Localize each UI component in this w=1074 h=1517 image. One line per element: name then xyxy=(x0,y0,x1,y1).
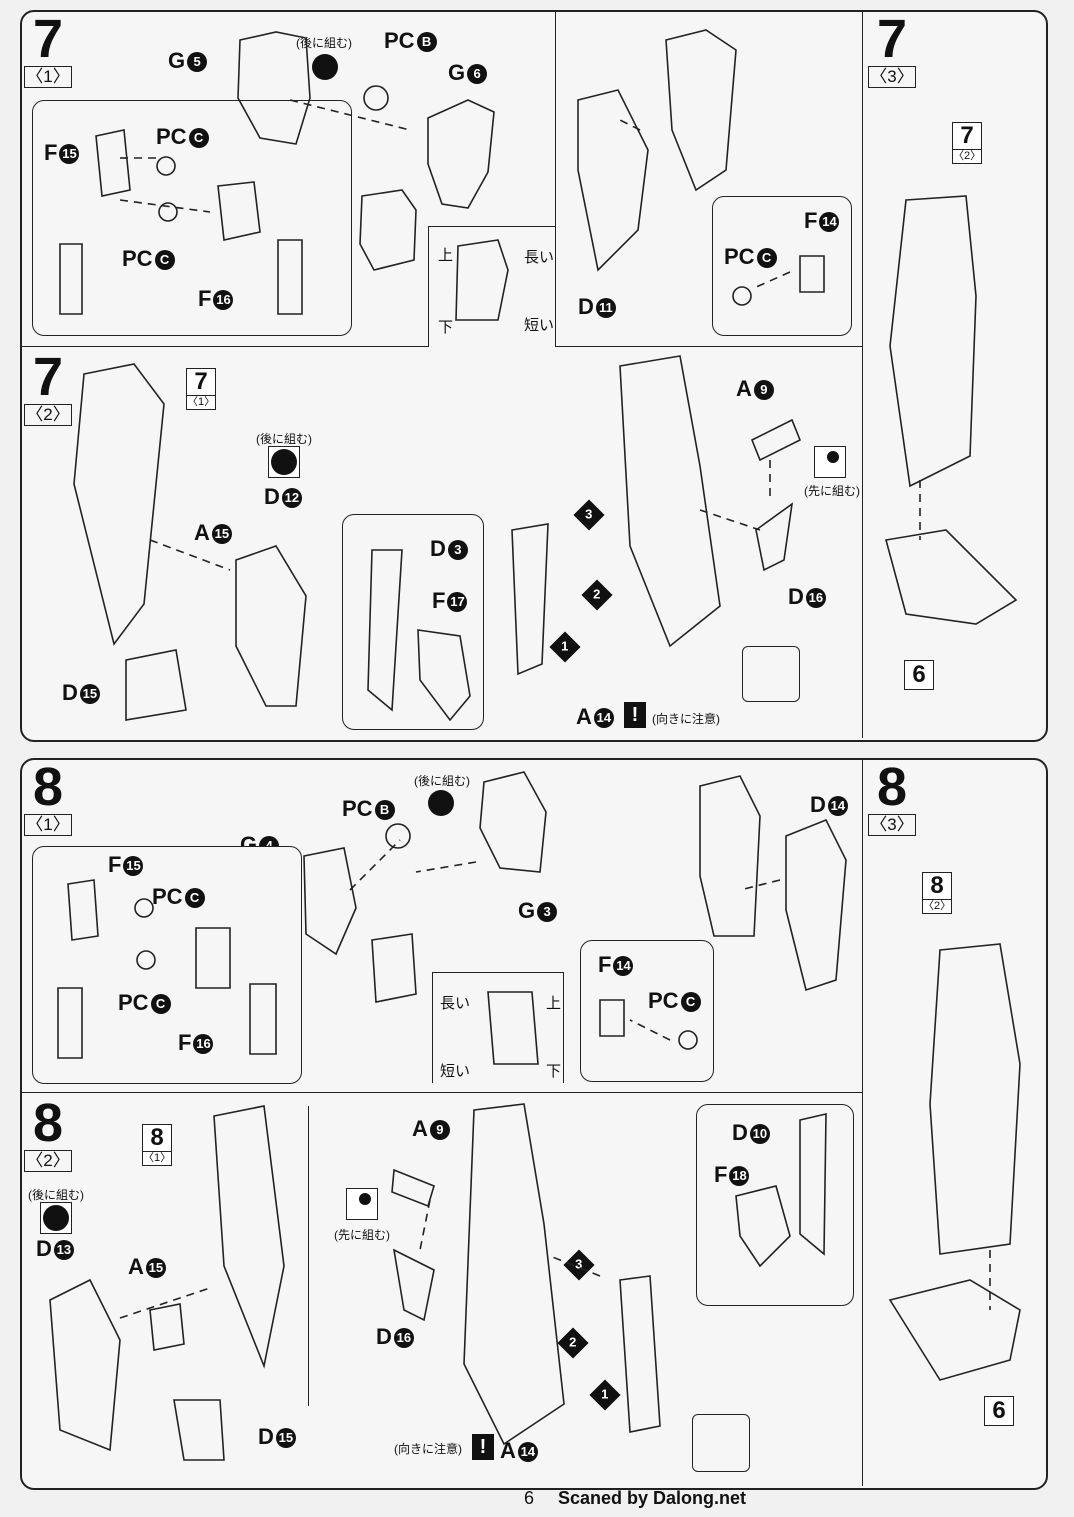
a14-orientation-inset xyxy=(692,1414,750,1472)
ref-step-7-1: 7〈1〉 xyxy=(186,368,216,410)
step7-col-divider xyxy=(862,11,863,738)
page-number: 6 xyxy=(524,1488,535,1508)
label-long: 長い xyxy=(524,249,555,266)
assemble-later-mark xyxy=(312,54,338,80)
ref-step-8-1: 8〈1〉 xyxy=(142,1124,172,1166)
step8-1-badge: 8 〈1〉 xyxy=(24,760,72,836)
step8-2-detail-inset xyxy=(696,1104,854,1306)
assemble-later-mark xyxy=(428,790,454,816)
a14-orientation-inset xyxy=(742,646,800,702)
ref-step-6: 6 xyxy=(904,660,934,690)
step8-3-badge: 8 〈3〉 xyxy=(868,760,916,836)
step8-2-badge: 8 〈2〉 xyxy=(24,1096,72,1172)
caution-icon: ! xyxy=(472,1434,494,1460)
note-assemble-later: (後に組む) xyxy=(414,774,470,788)
assemble-later-mark xyxy=(268,446,300,478)
label-long: 長い xyxy=(440,995,471,1012)
note-assemble-first: (先に組む) xyxy=(334,1228,390,1242)
note-mind-direction: (向きに注意) xyxy=(652,712,720,726)
step7-sub1-divider xyxy=(555,11,556,346)
assemble-later-mark xyxy=(40,1202,72,1234)
scan-credit: Scaned by Dalong.net xyxy=(558,1488,747,1508)
ref-step-7-2: 7〈2〉 xyxy=(952,122,982,164)
note-assemble-later: (後に組む) xyxy=(296,36,352,50)
step8-col-divider xyxy=(862,759,863,1486)
note-assemble-later: (後に組む) xyxy=(28,1188,84,1202)
caution-icon: ! xyxy=(624,702,646,728)
step7-3-badge: 7 〈3〉 xyxy=(868,12,916,88)
step8-sub2-divider xyxy=(308,1106,309,1406)
step7-1-badge: 7 〈1〉 xyxy=(24,12,72,88)
label-short: 短い xyxy=(440,1063,471,1080)
step8-1-detail-inset xyxy=(32,846,302,1084)
step7-2-badge: 7 〈2〉 xyxy=(24,350,72,426)
note-assemble-later: (後に組む) xyxy=(256,432,312,446)
ref-step-8-2: 8〈2〉 xyxy=(922,872,952,914)
ref-step-6: 6 xyxy=(984,1396,1014,1426)
label-down: 下 xyxy=(438,319,454,336)
assemble-first-mark xyxy=(346,1188,378,1220)
label-up: 上 xyxy=(546,995,562,1012)
label-up: 上 xyxy=(438,247,454,264)
label-short: 短い xyxy=(524,317,555,334)
label-down: 下 xyxy=(546,1063,562,1080)
note-assemble-first: (先に組む) xyxy=(804,484,860,498)
step8-row-divider xyxy=(21,1092,862,1093)
note-mind-direction: (向きに注意) xyxy=(394,1442,462,1456)
assemble-first-mark xyxy=(814,446,846,478)
